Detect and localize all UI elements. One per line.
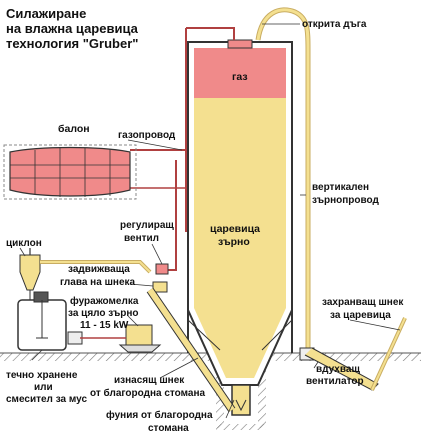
corn-label-1: царевица [210,223,260,235]
cyclone-and-tank [17,248,152,351]
fan-label-2: вентилатор [306,376,364,387]
mill-and-screw [80,281,236,413]
gas-pipe-label: газопровод [118,130,176,141]
liquid-label-1: течно хранене [6,370,78,381]
corn-label-2: зърно [218,236,250,248]
title-line-1: Силажиране [6,6,86,21]
corn-fill [194,96,286,378]
title-line-2: на влажна царевица [6,21,139,36]
funnel-label-2: стомана [148,423,189,434]
regulating-valve [155,263,169,275]
feed-screw-label-2: за царевица [330,310,391,321]
outlet-screw-label-2: от благородна стомана [90,387,206,399]
valve-label-1: регулиращ [120,220,174,231]
gas-fill [194,48,286,98]
balloon-label: балон [58,123,90,135]
screw-head-label-2: глава на шнека [60,277,136,288]
vertical-pipe-label-1: вертикален [312,182,369,193]
silo [187,39,293,416]
valve-label-2: вентил [124,233,159,244]
gas-pipe [130,27,235,275]
gas-label: газ [232,71,248,83]
vertical-pipe-label-2: зърнопровод [312,195,380,206]
mill-label-2: за цяло зърно [68,308,139,319]
fan-label-1: вдухващ [316,364,360,375]
outlet-screw-label-1: изнасящ шнек [114,375,185,386]
leader-lines [19,23,401,419]
cyclone-label: циклон [6,238,42,249]
funnel-label-1: фуния от благородна [106,409,213,421]
liquid-label-3: смесител за мус [6,394,87,405]
screw-head-label-1: задвижваща [68,264,130,275]
balloon [3,144,137,200]
mill-label-1: фуражомелка [70,295,139,307]
liquid-label-2: или [34,382,53,393]
title-line-3: технология "Gruber" [6,36,138,51]
feed-screw-label-1: захранващ шнек [322,297,404,308]
mill-label-3: 11 - 15 kW [80,320,129,331]
open-arc-label: открита дъга [302,19,367,30]
